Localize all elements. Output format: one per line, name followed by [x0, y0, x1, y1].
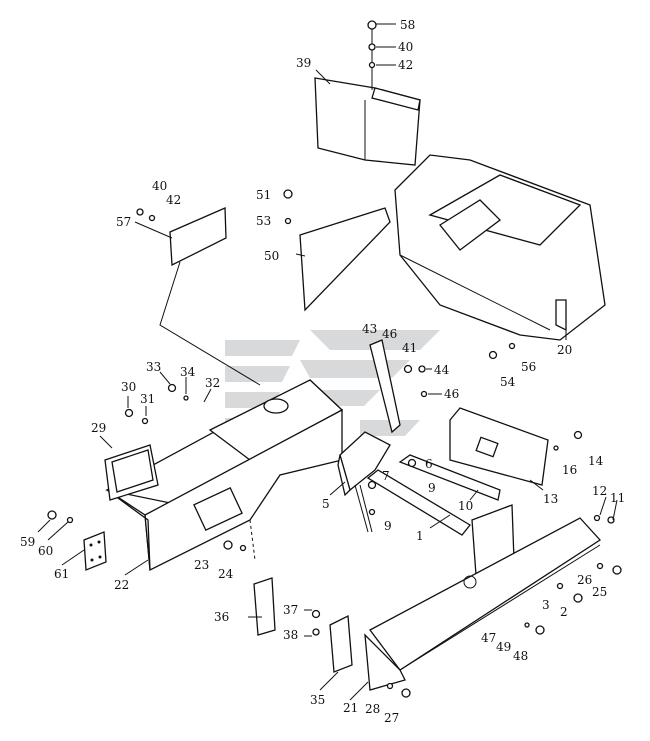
part-13-panel	[449, 407, 549, 486]
label-25: 25	[592, 585, 607, 599]
label-10: 10	[458, 499, 473, 513]
label-16: 16	[562, 463, 577, 477]
part-10-channel	[398, 454, 501, 501]
label-1: 1	[416, 529, 424, 543]
label-44: 44	[434, 363, 450, 377]
label-46b: 46	[444, 387, 459, 401]
label-53: 53	[256, 214, 271, 228]
label-28: 28	[365, 702, 380, 716]
part-21-bottom-frame	[364, 517, 601, 691]
label-54: 54	[500, 375, 516, 389]
label-59: 59	[20, 535, 35, 549]
part-36-bracket	[253, 577, 276, 636]
label-32: 32	[205, 376, 220, 390]
label-50: 50	[264, 249, 279, 263]
label-40b: 40	[152, 179, 167, 193]
label-30: 30	[121, 380, 136, 394]
label-24: 24	[218, 567, 234, 581]
label-41: 41	[402, 341, 417, 355]
part-labels: 58 40 42 39 51 53 50 40 42 57 43 46 41 4…	[20, 18, 625, 725]
label-36: 36	[214, 610, 229, 624]
label-20: 20	[557, 343, 572, 357]
label-7: 7	[382, 469, 390, 483]
label-38: 38	[283, 628, 298, 642]
label-31: 31	[140, 392, 155, 406]
label-40: 40	[398, 40, 413, 54]
label-14: 14	[588, 454, 604, 468]
label-57: 57	[116, 215, 131, 229]
label-34: 34	[180, 365, 196, 379]
label-33: 33	[146, 360, 161, 374]
label-48: 48	[513, 649, 528, 663]
fasteners	[47, 20, 622, 698]
label-61: 61	[54, 567, 69, 581]
part-61-plate	[83, 531, 107, 571]
label-58: 58	[400, 18, 415, 32]
leader-lines	[37, 23, 618, 701]
label-43: 43	[362, 322, 377, 336]
part-57-bracket	[159, 207, 261, 386]
label-39: 39	[296, 56, 311, 70]
label-26: 26	[577, 573, 592, 587]
part-5-bracket	[337, 431, 391, 497]
label-42: 42	[398, 58, 413, 72]
label-9b: 9	[384, 519, 392, 533]
label-23: 23	[194, 558, 209, 572]
label-37: 37	[283, 603, 298, 617]
label-29: 29	[91, 421, 106, 435]
label-42b: 42	[166, 193, 181, 207]
label-51: 51	[256, 188, 271, 202]
part-35-bracket	[329, 614, 353, 673]
label-56: 56	[521, 360, 536, 374]
label-46: 46	[382, 327, 397, 341]
label-9: 9	[428, 481, 436, 495]
label-6: 6	[425, 457, 433, 471]
label-13: 13	[543, 492, 558, 506]
label-5: 5	[322, 497, 330, 511]
part-43-arm	[369, 339, 401, 434]
label-21: 21	[343, 701, 358, 715]
label-27: 27	[384, 711, 399, 725]
label-60: 60	[38, 544, 53, 558]
label-35: 35	[310, 693, 325, 707]
label-47: 47	[481, 631, 496, 645]
part-39-cover	[314, 24, 421, 166]
label-3: 3	[542, 598, 550, 612]
label-12: 12	[592, 484, 607, 498]
part-29-plate	[104, 444, 159, 501]
label-22: 22	[114, 578, 129, 592]
part-50-plate	[299, 207, 391, 312]
part-20-housing	[394, 154, 606, 341]
label-11: 11	[610, 491, 625, 505]
label-49: 49	[496, 640, 511, 654]
label-2: 2	[560, 605, 568, 619]
part-22-main-frame	[105, 379, 344, 572]
